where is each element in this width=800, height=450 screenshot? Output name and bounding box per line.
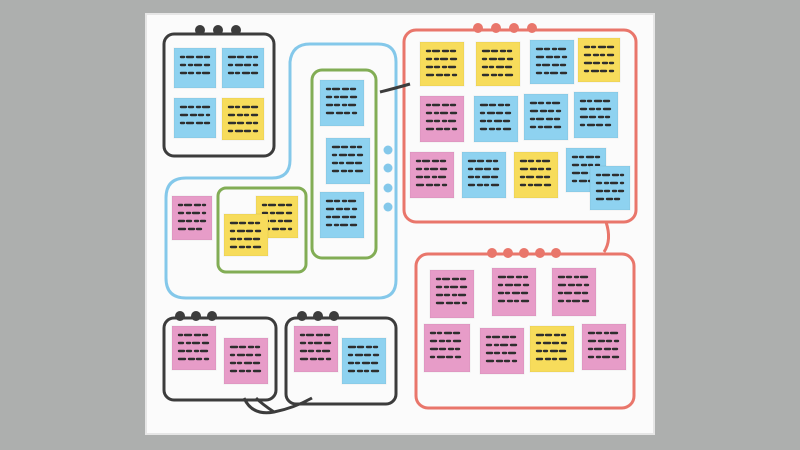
group-top-left-sticky-note-2-blue (221, 47, 265, 89)
group-green-column-sticky-note-2-blue (325, 137, 371, 185)
group-top-right-sticky-note-11-yellow (513, 151, 559, 199)
group-bottom-right-sticky-note-2-pink (491, 267, 537, 317)
group-top-right-sticky-note-5-pink (419, 95, 465, 143)
group-top-right-outline (402, 28, 638, 224)
group-bottom-right-sticky-note-7-pink (581, 323, 627, 371)
sticky-notes-layer (171, 37, 631, 385)
group-green-inner-sticky-note-2-yellow (223, 213, 269, 257)
group-top-left-sticky-note-3-blue (173, 97, 217, 139)
group-bottom-right-sticky-note-4-pink (423, 323, 471, 373)
group-bottom-right-sticky-note-1-pink (429, 269, 475, 319)
group-bottom-left-b-handle-dots (297, 311, 339, 321)
link-column-to-top-right (379, 82, 411, 94)
group-bottom-right-sticky-note-5-pink (479, 327, 525, 375)
group-bottom-left-b-outline (284, 316, 398, 406)
group-top-right-sticky-note-6-blue (473, 95, 519, 143)
group-bottom-left-a-handle-dots (175, 311, 217, 321)
group-bottom-right-sticky-note-6-yellow (529, 325, 575, 373)
group-green-column-outline (310, 68, 378, 260)
group-green-column-sticky-note-1-blue (319, 79, 365, 127)
group-top-left-handle-dots (195, 25, 241, 35)
group-top-right-sticky-note-7-blue (523, 93, 569, 141)
group-blue-boundary-outline (164, 42, 398, 300)
group-bottom-left-b-sticky-note-1-pink (293, 325, 339, 373)
group-top-right-sticky-note-4-yellow (577, 37, 621, 83)
group-green-column-sticky-note-3-blue (319, 191, 365, 239)
link-top-right-to-bottom-right (602, 221, 611, 253)
group-bottom-left-a-outline (162, 316, 278, 402)
group-top-left-sticky-note-1-blue (173, 47, 217, 89)
group-bottom-left-a-sticky-note-1-pink (171, 325, 217, 371)
blue-boundary-handle-dots (383, 145, 393, 212)
group-top-left-sticky-note-4-yellow (221, 97, 265, 141)
group-top-right-sticky-note-3-blue (529, 39, 575, 85)
group-bottom-left-b-sticky-note-2-blue (341, 337, 387, 385)
group-bottom-left-a-sticky-note-2-pink (223, 337, 269, 385)
link-bottom-left-groups (242, 396, 313, 415)
group-bottom-right-handle-dots (487, 248, 561, 258)
group-top-right-handle-dots (473, 23, 537, 33)
group-top-right-sticky-note-10-blue (461, 151, 507, 199)
group-top-right-sticky-note-9-pink (409, 151, 455, 199)
group-top-right-sticky-note-8-blue (573, 91, 619, 139)
group-green-inner-outline (216, 186, 308, 274)
group-top-right-sticky-note-13-blue (589, 165, 631, 211)
group-top-right-sticky-note-1-yellow (419, 41, 465, 87)
group-bottom-right-sticky-note-3-pink (551, 267, 597, 317)
group-blue-boundary-sticky-note-1-pink (171, 195, 213, 241)
group-top-right-sticky-note-2-yellow (475, 41, 521, 87)
